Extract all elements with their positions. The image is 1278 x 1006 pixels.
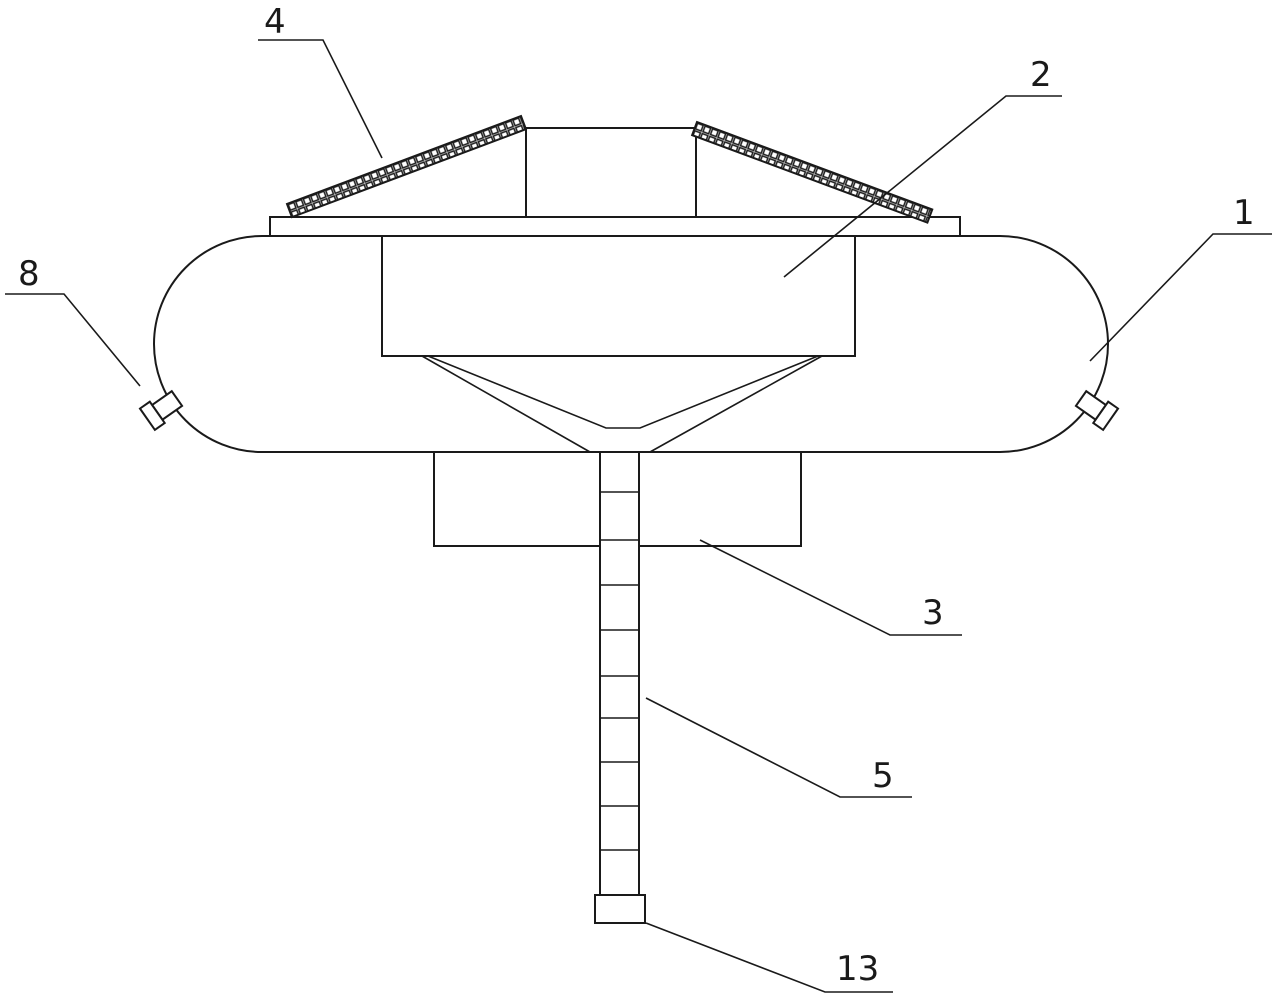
callout-5: 5 [872,756,894,796]
drain-pipe [599,451,640,896]
top-plate [269,216,961,237]
left-nozzle [138,389,184,432]
funnel [382,355,855,453]
callout-1: 1 [1233,193,1255,233]
callout-4: 4 [264,2,286,42]
callout-8: 8 [18,254,40,294]
inner-chamber [381,235,856,357]
callout-13: 13 [836,949,879,989]
leader-lines [5,39,1272,993]
callout-3: 3 [922,593,944,633]
pipe-end-cap [594,894,646,924]
right-nozzle [1074,389,1120,432]
solar-panel-left [285,114,528,219]
solar-panel-right [690,120,934,224]
upper-chimney [525,127,697,218]
callout-2: 2 [1030,55,1052,95]
